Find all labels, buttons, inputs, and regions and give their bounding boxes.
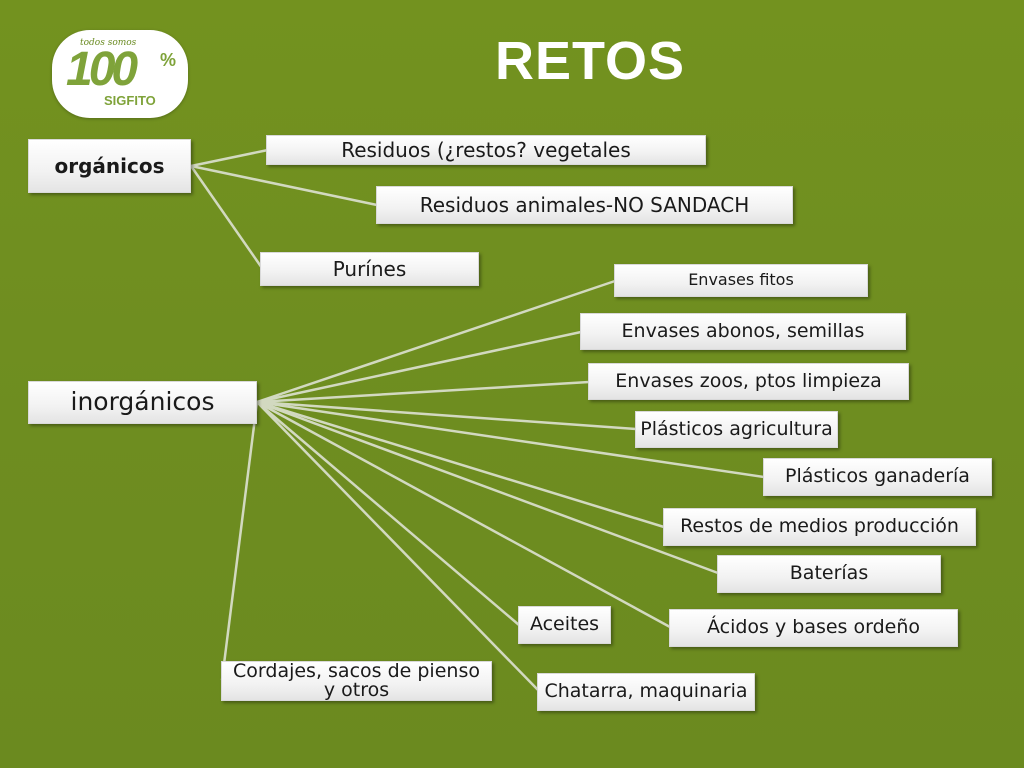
node-envases-fitos: Envases fitos	[614, 264, 868, 297]
connector-inorganicos-cordajes	[220, 401, 259, 681]
connector-organicos-residuos-vegetales	[190, 148, 269, 168]
connector-inorganicos-chatarra	[256, 401, 539, 691]
connector-inorganicos-envases-abonos	[256, 330, 582, 404]
node-residuos-vegetales: Residuos (¿restos? vegetales	[266, 135, 706, 165]
connector-inorganicos-plasticos-agricultura	[256, 400, 637, 431]
logo-brand: SIGFITO	[104, 93, 156, 108]
node-residuos-animales: Residuos animales-NO SANDACH	[376, 186, 793, 224]
connector-inorganicos-acidos	[256, 400, 671, 629]
slide-title: RETOS	[494, 31, 686, 91]
connector-inorganicos-plasticos-ganaderia	[256, 400, 765, 479]
connector-organicos-purines	[189, 165, 264, 269]
node-purines: Purínes	[260, 252, 479, 286]
node-cordajes-sacos: Cordajes, sacos de pienso y otros	[221, 661, 492, 701]
connector-inorganicos-baterias	[256, 400, 719, 575]
connector-organicos-residuos-animales	[190, 164, 378, 207]
node-organicos: orgánicos	[28, 139, 191, 193]
node-acidos-bases: Ácidos y bases ordeño	[669, 609, 958, 647]
connector-inorganicos-restos-medios	[256, 400, 665, 529]
node-aceites: Aceites	[518, 606, 611, 644]
connector-inorganicos-envases-fitos	[256, 279, 616, 404]
node-baterias: Baterías	[717, 555, 941, 593]
logo-number: 100	[66, 43, 138, 96]
node-chatarra-maquinaria: Chatarra, maquinaria	[537, 673, 755, 711]
connector-inorganicos-aceites	[256, 401, 520, 626]
logo-percent: %	[160, 50, 177, 70]
node-inorganicos: inorgánicos	[28, 381, 257, 424]
node-envases-abonos: Envases abonos, semillas	[580, 313, 906, 350]
node-plasticos-ganaderia: Plásticos ganadería	[763, 458, 992, 496]
node-restos-medios-produccion: Restos de medios producción	[663, 508, 976, 546]
node-plasticos-agricultura: Plásticos agricultura	[635, 411, 838, 448]
connector-inorganicos-envases-zoos	[256, 380, 590, 404]
sigfito-logo: todos somos 100 % SIGFITO	[52, 30, 188, 118]
node-envases-zoos: Envases zoos, ptos limpieza	[588, 363, 909, 400]
logo-tagline: todos somos	[80, 38, 137, 48]
